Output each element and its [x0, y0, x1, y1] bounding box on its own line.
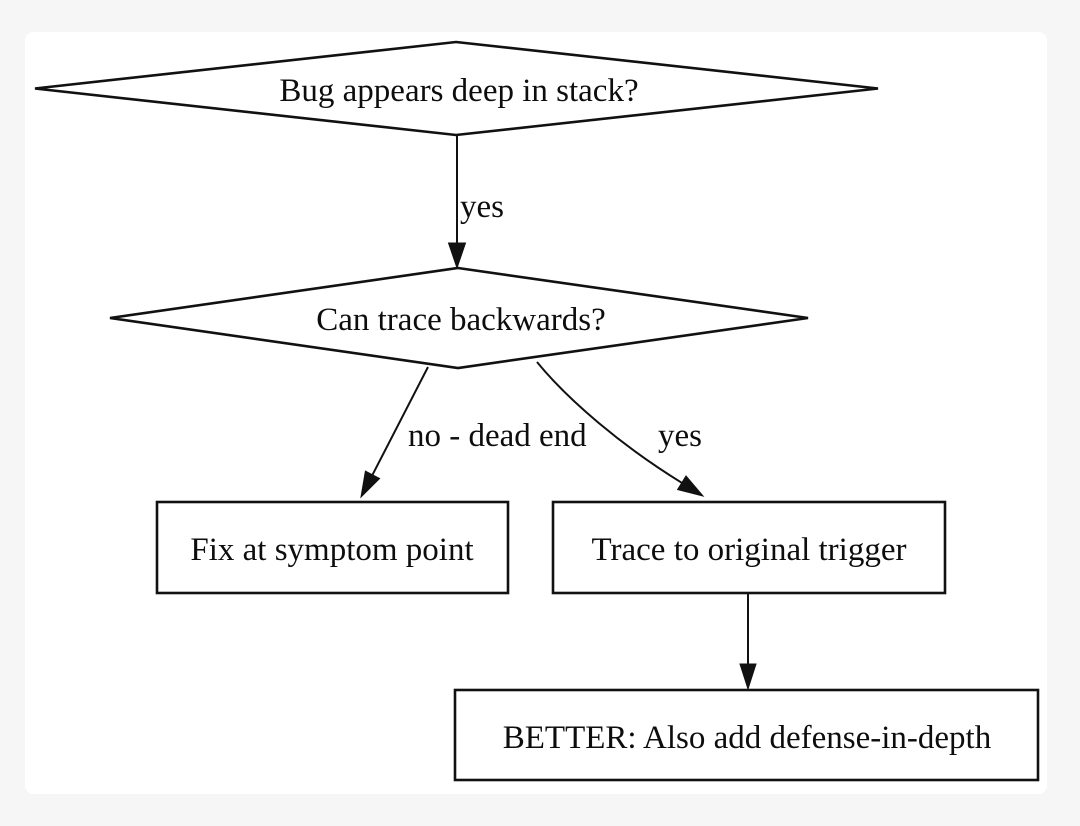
edge-trace-yes-line — [536, 361, 683, 484]
edge-bug-deep-yes-arrowhead-icon — [447, 242, 467, 270]
better-defense-label: BETTER: Also add defense-in-depth — [503, 720, 992, 756]
fix-symptom-box — [155, 500, 510, 595]
trace-trigger-label: Trace to original trigger — [592, 532, 907, 568]
better-defense-box — [453, 688, 1040, 782]
diagram-canvas — [25, 32, 1047, 794]
edge-trace-no-label: no - dead end — [408, 418, 587, 454]
decision-diamond-can-trace — [109, 266, 809, 370]
edge-trace-no-line — [371, 366, 429, 476]
edge-trace-yes-label: yes — [658, 418, 702, 454]
edge-trace-no-arrowhead-icon — [360, 470, 381, 499]
edge-trace-yes-arrowhead-icon — [676, 475, 705, 497]
fix-symptom-label: Fix at symptom point — [190, 532, 473, 568]
decision-bug-deep-label: Bug appears deep in stack? — [279, 73, 638, 109]
trace-trigger-box — [551, 500, 947, 595]
edge-bug-deep-yes-label: yes — [460, 189, 504, 225]
edge-trigger-to-better-arrowhead-icon — [739, 663, 757, 691]
decision-can-trace-label: Can trace backwards? — [316, 302, 606, 338]
